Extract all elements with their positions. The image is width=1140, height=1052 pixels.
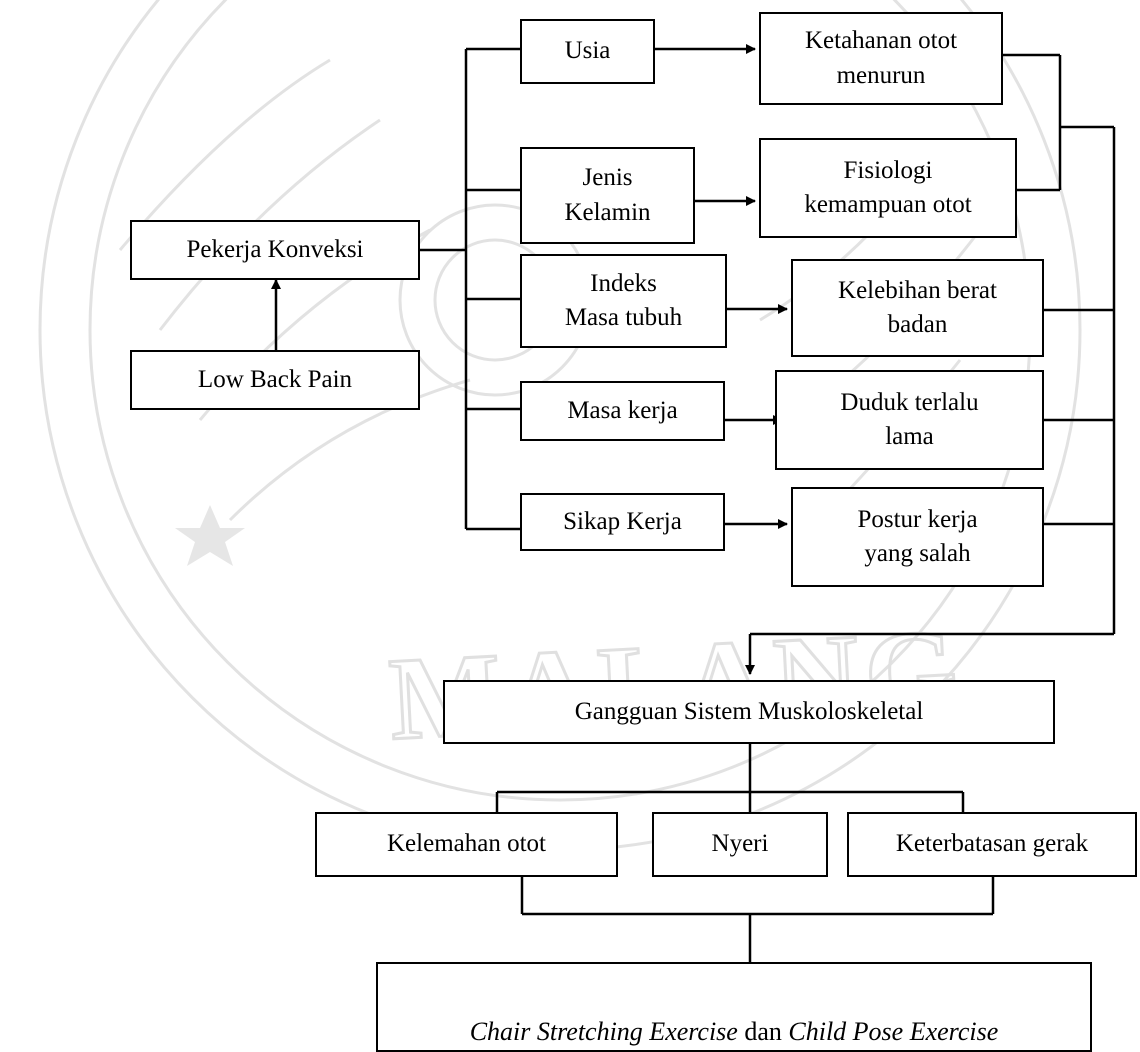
node-gangguan: Gangguan Sistem Muskoloskeletal: [443, 680, 1055, 744]
node-kelemahan-otot: Kelemahan otot: [315, 812, 618, 877]
node-low-back-pain: Low Back Pain: [130, 350, 420, 410]
node-fisiologi: Fisiologi kemampuan otot: [759, 138, 1017, 238]
node-postur-kerja: Postur kerja yang salah: [791, 487, 1044, 587]
node-duduk-lama: Duduk terlalu lama: [775, 370, 1044, 470]
node-indeks-masa-tubuh: Indeks Masa tubuh: [520, 254, 727, 348]
intervention-chair-stretching: Chair Stretching Exercise: [469, 1016, 738, 1046]
node-intervention: Chair Stretching Exercise dan Child Pose…: [376, 962, 1092, 1052]
node-nyeri: Nyeri: [652, 812, 828, 877]
intervention-child-pose: Child Pose Exercise: [788, 1016, 999, 1046]
node-jenis-kelamin: Jenis Kelamin: [520, 147, 695, 244]
node-ketahanan-otot: Ketahanan otot menurun: [759, 12, 1003, 105]
node-masa-kerja: Masa kerja: [520, 381, 725, 441]
intervention-connector: dan: [737, 1016, 789, 1046]
node-keterbatasan-gerak: Keterbatasan gerak: [847, 812, 1137, 877]
node-usia: Usia: [520, 19, 655, 84]
node-sikap-kerja: Sikap Kerja: [520, 493, 725, 551]
node-kelebihan-berat: Kelebihan berat badan: [791, 259, 1044, 357]
node-pekerja-konveksi: Pekerja Konveksi: [130, 220, 420, 280]
